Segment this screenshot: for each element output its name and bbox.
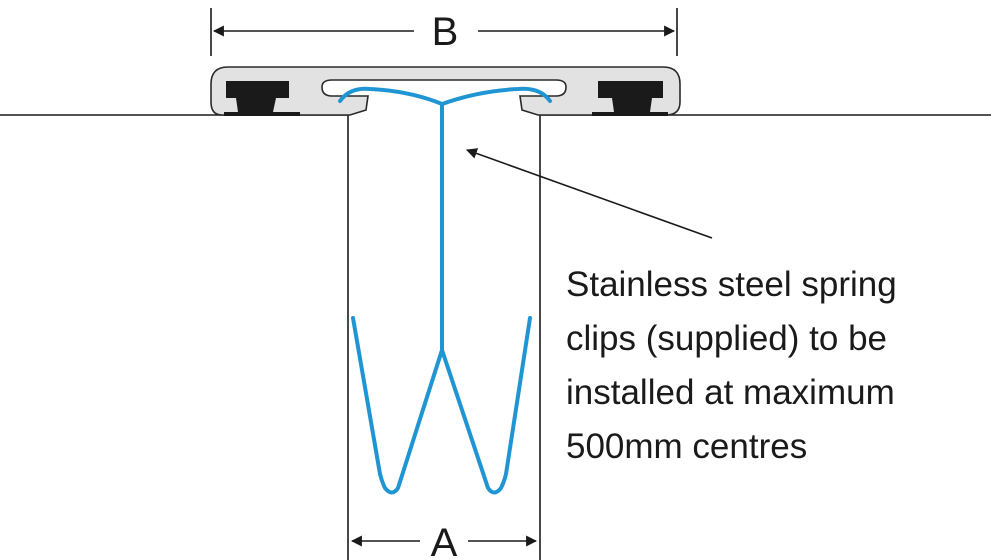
dimension-b-label: B	[432, 10, 459, 54]
spring-clip-left-leg	[351, 316, 444, 495]
dimension-b: B	[210, 8, 678, 56]
callout-line-4: 500mm centres	[566, 427, 807, 466]
cover-profile	[210, 66, 681, 116]
rubber-insert-left	[226, 81, 289, 112]
callout-line-1: Stainless steel spring	[566, 265, 897, 304]
spring-clip-right-leg	[440, 316, 532, 495]
callout-leader	[465, 148, 713, 239]
cover-plate	[210, 66, 681, 116]
spring-clip	[338, 86, 552, 495]
base-strip-right	[592, 112, 668, 116]
dimension-a: A	[350, 521, 538, 560]
callout-line-2: clips (supplied) to be	[566, 319, 887, 358]
dimension-a-label: A	[431, 521, 458, 560]
callout-line-3: installed at maximum	[566, 373, 895, 412]
base-strip-left	[224, 112, 300, 116]
rubber-insert-right	[598, 81, 663, 112]
spring-clip-top-arms	[338, 86, 552, 106]
callout-note: Stainless steel spring clips (supplied) …	[566, 265, 906, 466]
